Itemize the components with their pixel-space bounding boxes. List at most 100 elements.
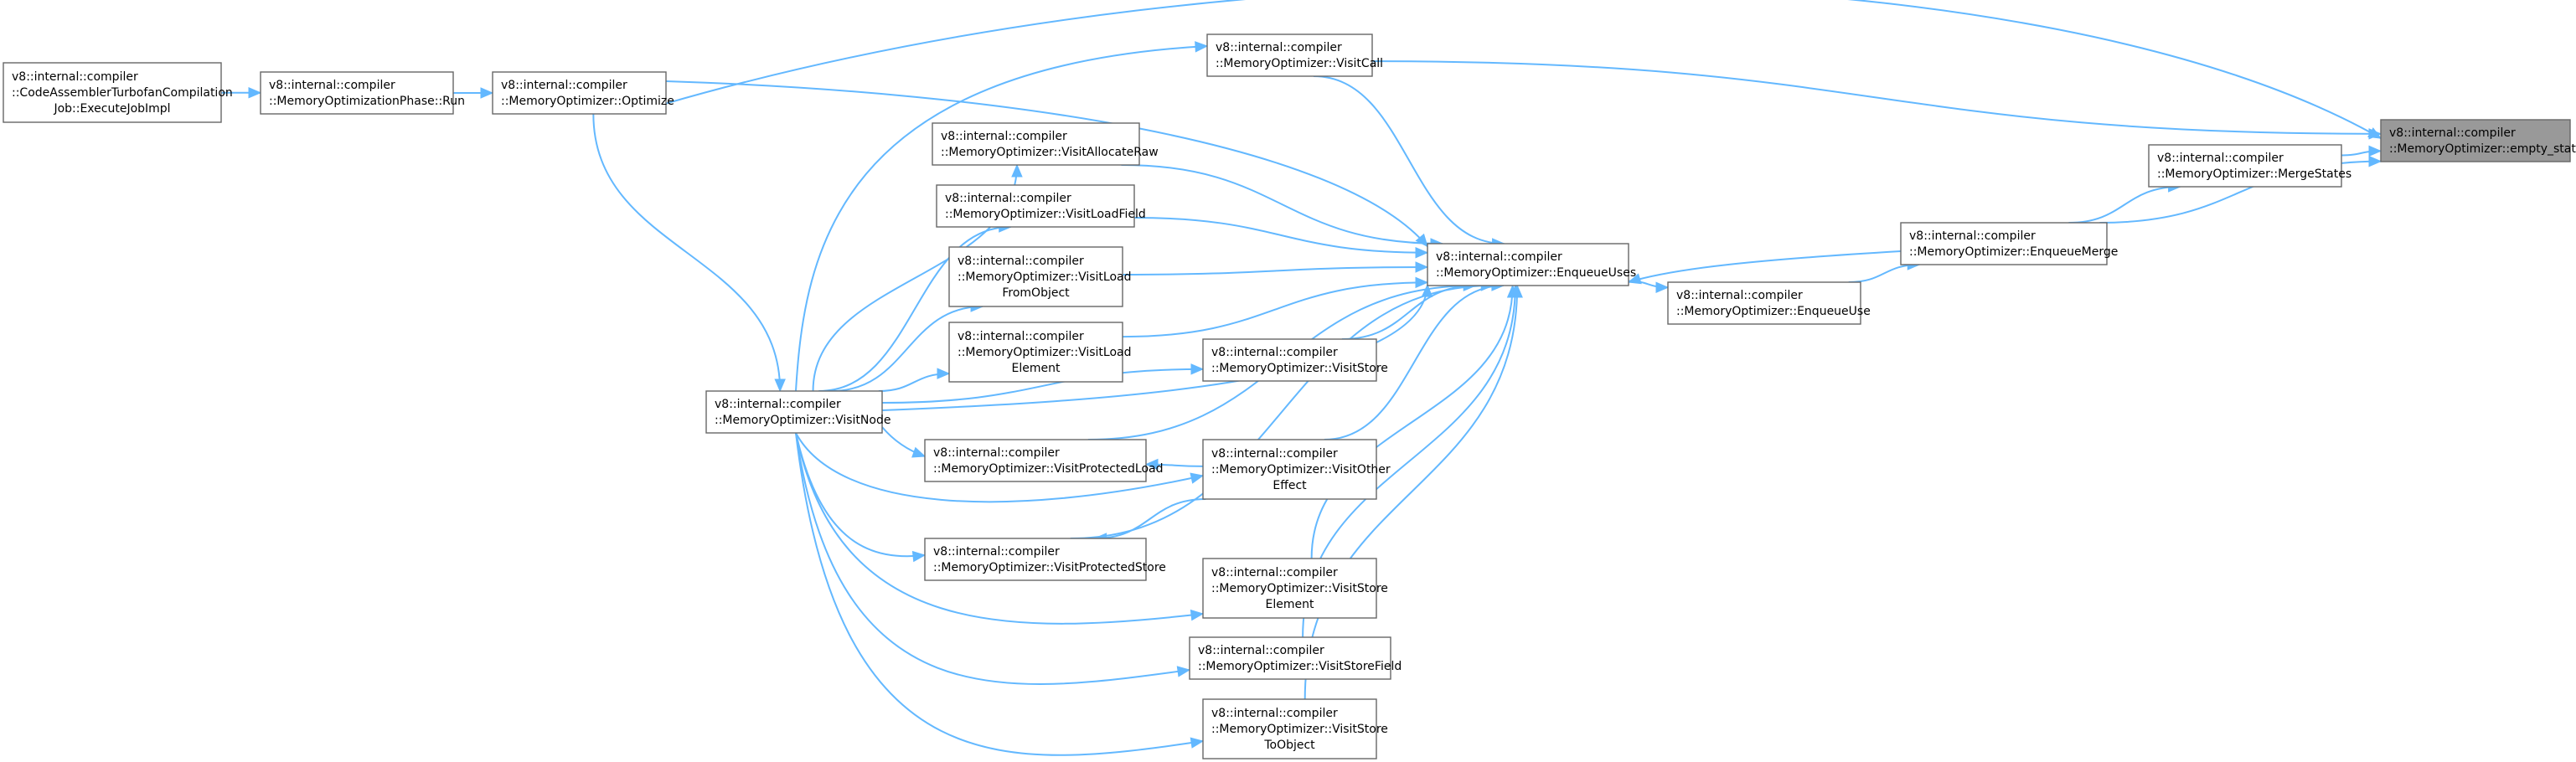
arrowhead [1627,273,1642,285]
arrowhead [1655,281,1670,293]
node-label-line: v8::internal::compiler [933,545,1060,559]
edge-optimize-to-empty-state [665,0,2382,140]
node-visit-call[interactable]: v8::internal::compiler::MemoryOptimizer:… [1206,33,1383,77]
edge-visit-load-from-object-to-enqueue-uses [1122,261,1429,275]
node-label-line: v8::internal::compiler [1436,250,1562,264]
node-box [1189,636,1391,680]
edge-enqueue-merge-to-merge-states [2068,181,2181,224]
node-visit-load-element[interactable]: v8::internal::compiler::MemoryOptimizer:… [948,322,1132,383]
arrowhead [1415,276,1429,289]
node-merge-states[interactable]: v8::internal::compiler::MemoryOptimizer:… [2148,144,2351,188]
node-label-line: ::MemoryOptimizer::empty_state [2389,142,2576,156]
node-box [705,390,883,434]
arrowhead [1415,246,1429,259]
node-visit-load-from-object[interactable]: v8::internal::compiler::MemoryOptimizer:… [948,246,1132,307]
arrowhead [480,87,494,99]
node-label-line: Job::ExecuteJobImpl [53,102,170,116]
edge-visit-node-to-visit-load-element [878,368,951,392]
node-box [1667,281,1861,325]
node-enqueue-uses[interactable]: v8::internal::compiler::MemoryOptimizer:… [1427,243,1636,286]
node-box [948,246,1123,307]
node-visit-node[interactable]: v8::internal::compiler::MemoryOptimizer:… [705,390,891,434]
node-label-line: ::MemoryOptimizer::Optimize [501,95,674,108]
arrowhead [1190,472,1205,484]
edge-visit-other-effect-to-visit-protected-load [1144,458,1204,471]
node-visit-allocate-raw[interactable]: v8::internal::compiler::MemoryOptimizer:… [932,122,1159,166]
arrowhead [1190,609,1205,621]
node-label-line: ::MemoryOptimizer::VisitProtectedLoad [933,462,1164,476]
node-box [1427,243,1629,286]
node-label-line: v8::internal::compiler [1909,229,2036,243]
edge-visit-load-element-to-enqueue-uses [1122,276,1429,338]
node-visit-store-element[interactable]: v8::internal::compiler::MemoryOptimizer:… [1202,558,1388,619]
node-label-line: ::MemoryOptimizer::VisitNode [715,414,891,427]
node-visit-store-to-object[interactable]: v8::internal::compiler::MemoryOptimizer:… [1202,698,1388,759]
node-visit-store-field[interactable]: v8::internal::compiler::MemoryOptimizer:… [1189,636,1402,680]
node-optimize[interactable]: v8::internal::compiler::MemoryOptimizer:… [492,71,674,115]
edge-visit-node-to-visit-store-field [795,432,1191,686]
node-label-line: ::MemoryOptimizer::EnqueueUses [1436,266,1636,280]
node-label-line: v8::internal::compiler [945,192,1071,205]
graph-edges [220,0,2382,756]
node-label-line: v8::internal::compiler [1211,707,1338,720]
arrowhead [1190,363,1205,375]
node-box [1206,33,1373,77]
node-label-line: v8::internal::compiler [1211,346,1338,359]
node-cat-job[interactable]: v8::internal::compiler::CodeAssemblerTur… [3,62,233,123]
edge-cat-job-to-phase-run [220,87,262,99]
arrowhead [1011,163,1023,178]
node-label-line: ::MemoryOptimizationPhase::Run [269,95,465,108]
arrowhead [1176,666,1191,677]
node-label-line: ::CodeAssemblerTurbofanCompilation [12,86,233,100]
arrowhead [1511,284,1523,298]
node-label-line: ::MemoryOptimizer::VisitLoadField [945,208,1146,221]
node-enqueue-merge[interactable]: v8::internal::compiler::MemoryOptimizer:… [1900,222,2118,265]
node-box [1202,338,1377,382]
arrowhead [2368,155,2382,167]
node-phase-run[interactable]: v8::internal::compiler::MemoryOptimizati… [260,71,465,115]
node-label-line: Effect [1273,479,1307,492]
node-label-line: v8::internal::compiler [958,255,1084,268]
node-label-line: ::MemoryOptimizer::VisitStore [1211,362,1388,375]
node-visit-store[interactable]: v8::internal::compiler::MemoryOptimizer:… [1202,338,1388,382]
node-label-line: ToObject [1263,739,1315,752]
node-box [924,538,1147,581]
node-label-line: ::MemoryOptimizer::EnqueueUse [1676,305,1871,318]
arrowhead [1195,41,1209,53]
node-box [260,71,454,115]
node-visit-protected-load[interactable]: v8::internal::compiler::MemoryOptimizer:… [924,439,1164,482]
node-enqueue-use[interactable]: v8::internal::compiler::MemoryOptimizer:… [1667,281,1871,325]
node-box [1900,222,2108,265]
node-label-line: v8::internal::compiler [1198,644,1324,657]
node-label-line: v8::internal::compiler [933,446,1060,460]
graph-nodes: v8::internal::compiler::MemoryOptimizer:… [3,33,2576,759]
arrowhead [1144,458,1159,471]
node-label-line: v8::internal::compiler [2389,126,2516,140]
arrowhead [1415,261,1429,273]
edge-visit-other-effect-to-visit-protected-store [1093,498,1206,544]
arrowhead [774,378,786,393]
edge-visit-node-to-visit-store-element [795,432,1205,625]
edge-visit-node-to-visit-store [881,363,1205,404]
node-label-line: Element [1012,362,1061,375]
node-box [1202,558,1377,619]
node-label-line: ::MemoryOptimizer::VisitAllocateRaw [941,146,1159,159]
node-box [3,62,222,123]
arrowhead [911,446,927,458]
node-visit-load-field[interactable]: v8::internal::compiler::MemoryOptimizer:… [936,184,1146,228]
node-box [1202,698,1377,759]
arrowhead [911,550,927,563]
node-label-line: ::MemoryOptimizer::VisitStore [1211,582,1388,595]
node-visit-protected-store[interactable]: v8::internal::compiler::MemoryOptimizer:… [924,538,1166,581]
node-label-line: ::MemoryOptimizer::VisitStore [1211,723,1388,736]
arrowhead [2367,127,2382,139]
edge-visit-node-to-visit-other-effect [795,432,1205,503]
node-label-line: v8::internal::compiler [501,79,627,92]
node-empty-state[interactable]: v8::internal::compiler::MemoryOptimizer:… [2380,119,2576,162]
node-label-line: ::MemoryOptimizer::EnqueueMerge [1909,245,2118,259]
node-visit-other-effect[interactable]: v8::internal::compiler::MemoryOptimizer:… [1202,439,1391,500]
node-label-line: ::MemoryOptimizer::VisitLoad [958,270,1132,284]
arrowhead [1190,737,1205,749]
node-box [932,122,1140,166]
